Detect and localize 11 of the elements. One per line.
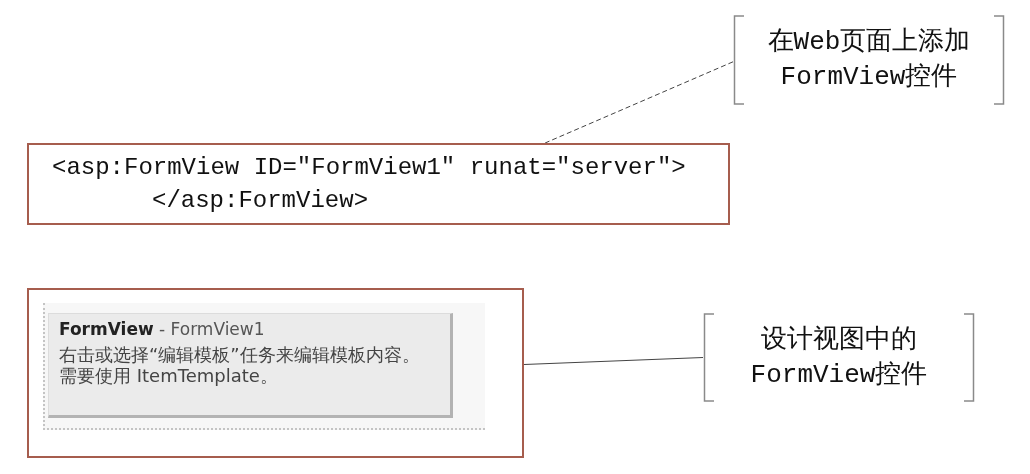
leader-line <box>544 61 734 144</box>
callout-text: 在Web页面上添加FormView控件 <box>733 15 1005 105</box>
designer-panel <box>48 313 453 418</box>
panel-title: FormView - FormView1 <box>59 318 265 341</box>
code-line: </asp:FormView> <box>152 185 369 216</box>
panel-text: 右击或选择“编辑模板”任务来编辑模板内容。需要使用 ItemTemplate。 <box>59 344 421 386</box>
callout-text: 设计视图中的FormView控件 <box>703 313 975 402</box>
leader-line <box>523 357 704 365</box>
code-line: <asp:FormView ID="FormView1" runat="server"> <box>52 152 686 183</box>
code-box <box>27 143 730 225</box>
screenshot-frame <box>27 288 524 458</box>
